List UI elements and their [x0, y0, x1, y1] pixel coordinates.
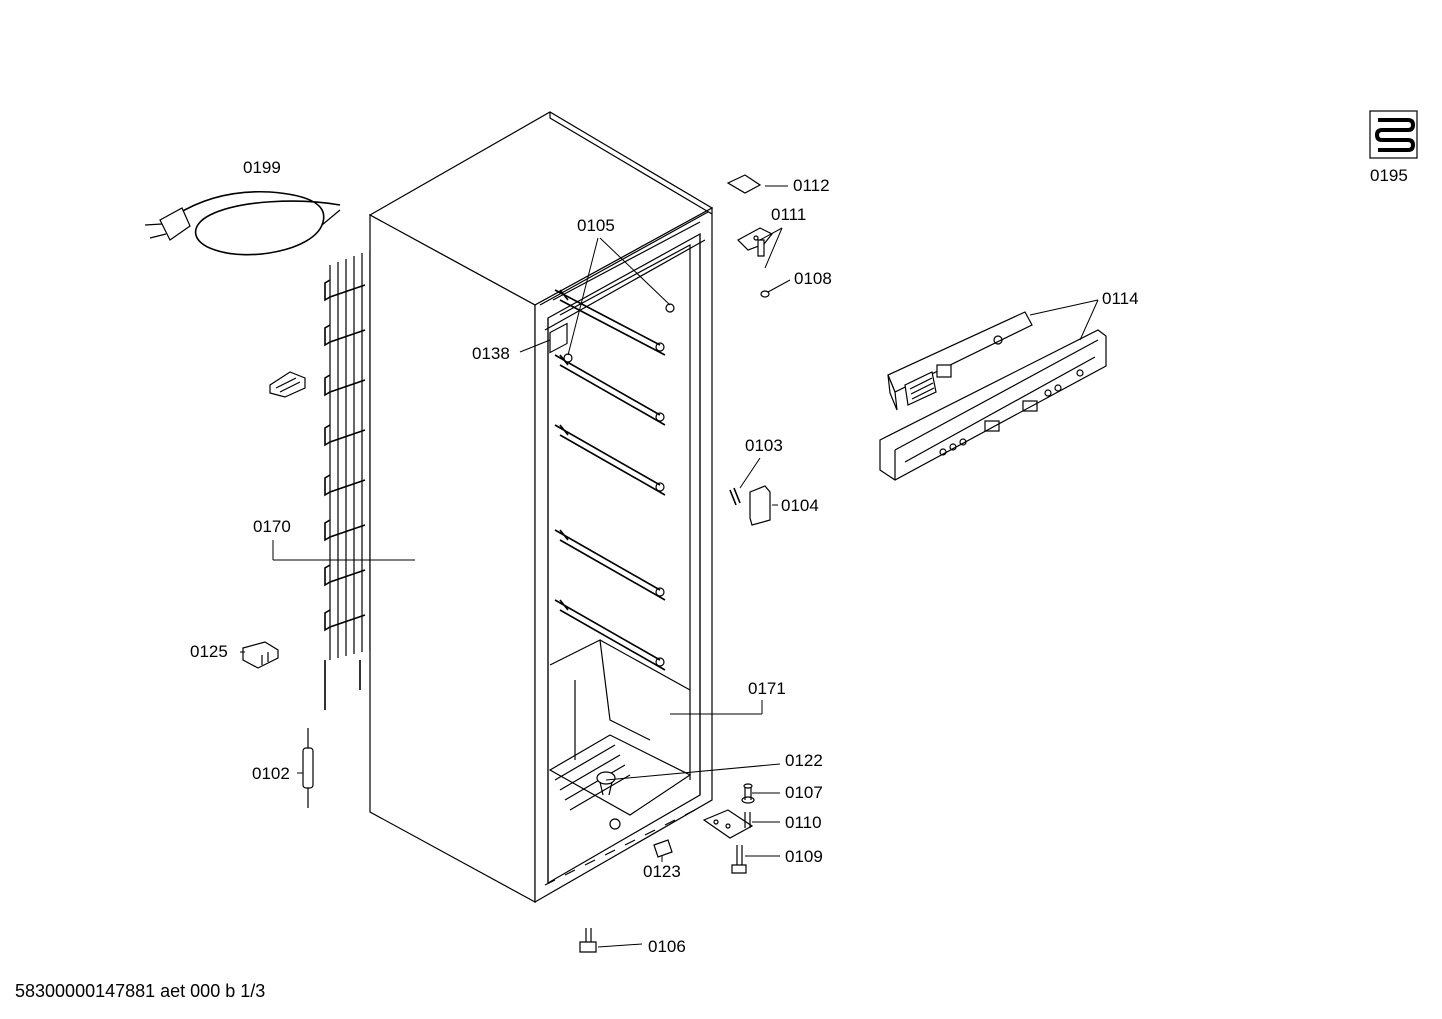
cover-cap-part[interactable] — [726, 174, 762, 194]
wiring-diagram-icon[interactable] — [1369, 110, 1418, 159]
label-0105: 0105 — [577, 216, 615, 235]
label-0102: 0102 — [252, 764, 290, 783]
document-code: 58300000147881 aet 000 b 1/3 — [15, 981, 266, 1001]
condenser-clip[interactable] — [269, 371, 306, 398]
label-0125: 0125 — [190, 642, 228, 661]
label-0170: 0170 — [253, 517, 291, 536]
label-0114: 0114 — [1102, 289, 1139, 308]
leader-lines — [240, 185, 1099, 948]
drain-plug-part[interactable] — [596, 771, 616, 796]
label-0110: 0110 — [785, 813, 822, 832]
label-0108: 0108 — [794, 269, 832, 288]
label-0112: 0112 — [793, 176, 830, 195]
power-cord-part[interactable] — [144, 190, 341, 256]
sensor-part[interactable] — [729, 487, 741, 506]
clip-part[interactable] — [653, 839, 673, 858]
cap-part[interactable] — [749, 485, 771, 526]
cabinet-body-part[interactable] — [368, 111, 714, 904]
label-0171: 0171 — [748, 679, 786, 698]
label-0104: 0104 — [781, 496, 819, 515]
bushing-part[interactable] — [757, 239, 770, 298]
label-0195: 0195 — [1370, 166, 1408, 185]
filter-drier-part[interactable] — [302, 728, 314, 808]
condenser-part[interactable] — [324, 250, 371, 710]
label-0109: 0109 — [785, 847, 823, 866]
label-0138: 0138 — [472, 344, 510, 363]
label-0106: 0106 — [648, 937, 686, 956]
connector-part[interactable] — [242, 641, 279, 669]
adjustable-foot-part[interactable] — [579, 928, 597, 953]
label-0107: 0107 — [785, 783, 823, 802]
label-0199: 0199 — [243, 158, 281, 177]
pin-part[interactable] — [741, 783, 755, 804]
label-0111: 0111 — [771, 205, 806, 224]
lower-hinge-part[interactable] — [702, 809, 754, 839]
label-0103: 0103 — [745, 436, 783, 455]
hinge-bracket-part[interactable] — [737, 227, 773, 251]
label-0122: 0122 — [785, 751, 823, 770]
foot-screw-part[interactable] — [731, 845, 747, 874]
control-panel-part[interactable] — [879, 311, 1107, 481]
label-0123: 0123 — [643, 862, 681, 881]
